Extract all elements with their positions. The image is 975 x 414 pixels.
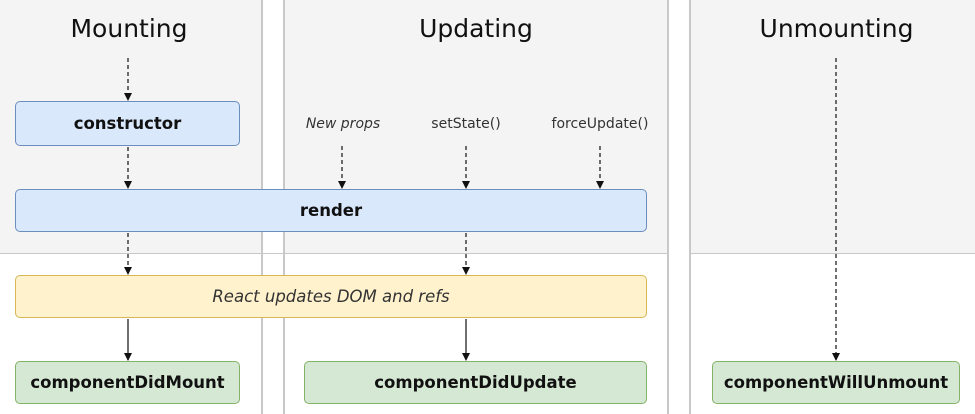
column-divider-middle-right [667,0,669,414]
phase-separator-mounting [0,253,261,254]
phase-separator-gap [263,253,283,254]
column-divider-right [689,0,691,414]
component-did-mount-box: componentDidMount [15,361,240,404]
phase-separator-updating [285,253,667,254]
unmounting-column-bg [691,0,975,253]
unmounting-title: Unmounting [759,14,914,43]
dom-update-box: React updates DOM and refs [15,275,647,318]
updating-title: Updating [419,14,533,43]
constructor-box: constructor [15,101,240,146]
trigger-force-update: forceUpdate() [551,116,649,132]
trigger-new-props: New props [305,116,381,132]
render-box: render [15,189,647,232]
trigger-set-state: setState() [431,116,501,132]
component-will-unmount-box: componentWillUnmount [712,361,960,404]
mounting-title: Mounting [70,14,188,43]
component-did-update-box: componentDidUpdate [304,361,647,404]
phase-separator-unmounting [691,253,975,254]
